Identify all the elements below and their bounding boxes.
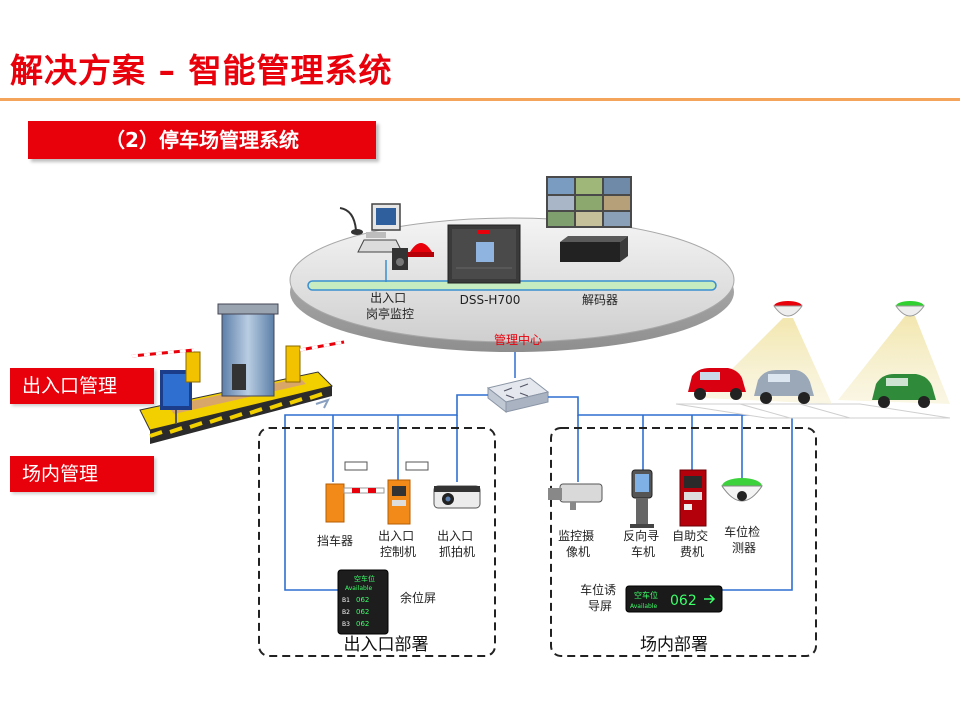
decoder-icon: [560, 236, 628, 262]
car-finder-kiosk-icon: [630, 469, 654, 528]
dss-label: DSS-H700: [460, 293, 521, 307]
video-wall-icon: [546, 176, 632, 228]
capture-camera-icon: [433, 485, 481, 509]
parking-zone-box: [550, 427, 817, 657]
svg-text:062: 062: [356, 608, 369, 616]
parking-zone-label: 场内部署: [640, 635, 708, 655]
page-title: 解决方案 – 智能管理系统: [10, 51, 393, 90]
svg-text:Available: Available: [630, 603, 657, 610]
car-finder-label: 反向寻 车机: [623, 528, 663, 559]
red-car-icon: [688, 368, 746, 400]
svg-text:Available: Available: [345, 585, 372, 592]
svg-text:B2: B2: [342, 609, 350, 616]
toll-booth-scene: [131, 303, 345, 444]
terminal-blocks: [344, 461, 429, 471]
remaining-space-screen-icon: 空车位 Available B1 062 B2 062 B3 062: [337, 569, 389, 635]
svg-text:B3: B3: [342, 621, 350, 628]
payment-kiosk-icon: [679, 469, 707, 527]
entrance-zone-box: [258, 427, 496, 657]
space-detector-icon: [721, 478, 763, 502]
capture-camera-label: 出入口 抓拍机: [437, 529, 477, 559]
management-center-label: 管理中心: [494, 332, 542, 347]
barrier-label: 挡车器: [317, 533, 353, 548]
surveillance-camera-label: 监控摄 像机: [558, 528, 598, 559]
green-car-icon: [872, 374, 936, 408]
parking-lot-scene: [675, 301, 951, 419]
booth-monitor-icon: [339, 203, 434, 282]
booth-monitor-label: 出入口 岗亭监控: [366, 291, 414, 321]
entrance-zone-label: 出入口部署: [344, 635, 429, 655]
guidance-screen-icon: 空车位 Available 062: [625, 585, 723, 613]
red-indicator-light-icon: [773, 301, 803, 317]
remaining-screen-label: 余位屏: [400, 590, 436, 605]
svg-text:B1: B1: [342, 597, 350, 604]
entrance-management-tag: 出入口管理: [10, 368, 154, 404]
svg-text:062: 062: [356, 596, 369, 604]
space-detector-label: 车位检 测器: [724, 524, 764, 555]
entrance-controller-icon: [387, 479, 411, 525]
decoder-label: 解码器: [582, 293, 618, 307]
svg-text:空车位: 空车位: [634, 590, 658, 600]
network-links: [284, 394, 793, 591]
svg-text:空车位: 空车位: [354, 574, 375, 583]
title-divider: [0, 98, 960, 101]
surveillance-camera-icon: [548, 483, 603, 510]
dss-server-icon: [447, 224, 521, 284]
controller-label: 出入口 控制机: [378, 529, 418, 559]
payment-kiosk-label: 自助交 费机: [672, 528, 712, 559]
guidance-screen-label: 车位诱 导屏: [580, 582, 620, 613]
barrier-gate-icon: [325, 483, 385, 523]
network-switch-icon: [486, 352, 550, 414]
section-banner: （2）停车场管理系统: [28, 121, 376, 159]
svg-text:062: 062: [356, 620, 369, 628]
silver-car-icon: [754, 370, 814, 404]
green-indicator-light-icon: [895, 301, 925, 317]
svg-text:062: 062: [670, 593, 697, 609]
parking-management-tag: 场内管理: [10, 456, 154, 492]
